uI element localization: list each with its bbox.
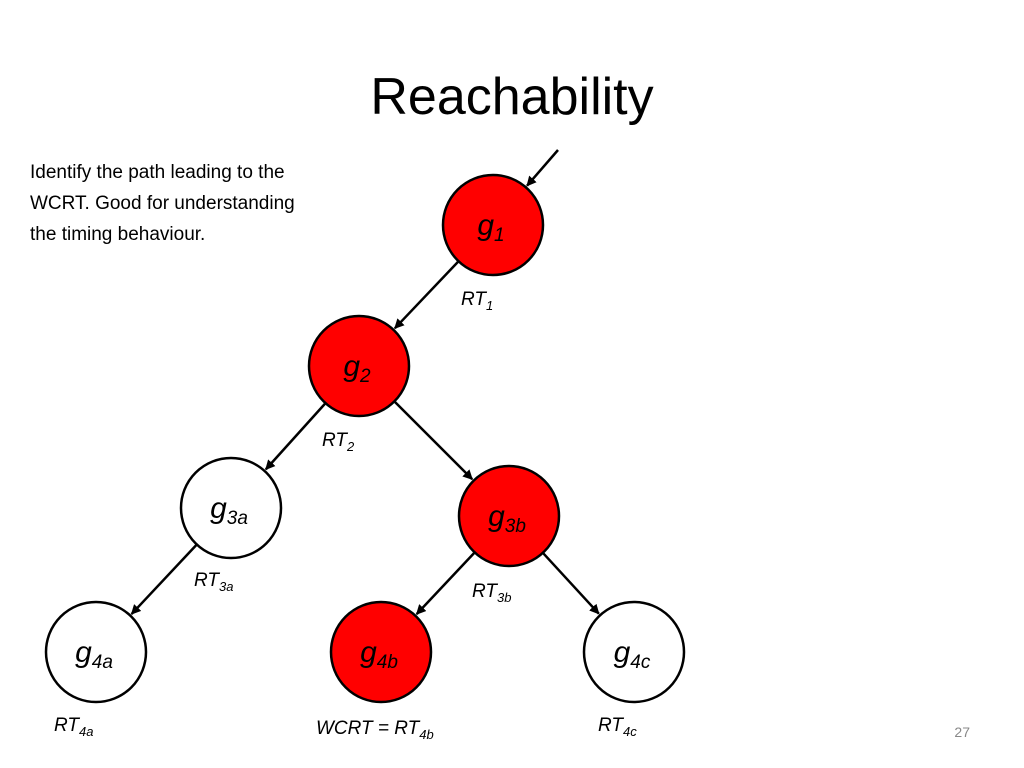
node-g3a: g3a bbox=[179, 456, 283, 560]
node-label: g2 bbox=[343, 350, 371, 387]
nodes: g1 g2 g3a g3b g4a g4b g4c bbox=[44, 173, 686, 704]
node-g4c: g4c bbox=[582, 600, 686, 704]
node-label: g3b bbox=[488, 500, 526, 537]
node-g1: g1 bbox=[441, 173, 545, 277]
node-g4a: g4a bbox=[44, 600, 148, 704]
description-line: Identify the path leading to the bbox=[30, 162, 285, 183]
node-label: g4c bbox=[614, 636, 651, 673]
edge-arrow-g2-g3b bbox=[393, 400, 474, 481]
node-label: g4a bbox=[75, 636, 113, 673]
edge-arrow-g3a-g4a bbox=[130, 543, 198, 615]
page-number: 27 bbox=[954, 724, 970, 740]
response-time-label-g2: RT2 bbox=[322, 430, 355, 454]
node-circle bbox=[329, 600, 433, 704]
node-g2: g2 bbox=[307, 314, 411, 418]
node-label: g1 bbox=[477, 209, 504, 246]
edges bbox=[130, 149, 600, 615]
response-time-label-g4a: RT4a bbox=[54, 715, 93, 739]
slide-title: Reachability bbox=[370, 68, 654, 126]
node-circle bbox=[307, 314, 411, 418]
node-circle bbox=[441, 173, 545, 277]
edge-arrow-g3b-g4c bbox=[541, 551, 600, 615]
node-circle bbox=[582, 600, 686, 704]
node-label: g4b bbox=[360, 636, 398, 673]
edge-arrow-g1-g2 bbox=[393, 260, 460, 330]
description-line: WCRT. Good for understanding bbox=[30, 193, 295, 214]
node-label: g3a bbox=[210, 492, 248, 529]
entry-arrow bbox=[526, 149, 559, 187]
response-time-label-g3a: RT3a bbox=[194, 570, 233, 594]
response-time-label-g4c: RT4c bbox=[598, 715, 637, 739]
edge-arrow-g3b-g4b bbox=[415, 551, 476, 615]
node-circle bbox=[44, 600, 148, 704]
node-g4b: g4b bbox=[329, 600, 433, 704]
response-time-label-g3b: RT3b bbox=[472, 581, 511, 605]
node-circle bbox=[179, 456, 283, 560]
description-text: Identify the path leading to the WCRT. G… bbox=[30, 157, 370, 250]
response-time-label-g4b: WCRT = RT4b bbox=[316, 718, 434, 742]
description-line: the timing behaviour. bbox=[30, 224, 206, 245]
node-circle bbox=[457, 464, 561, 568]
response-time-label-g1: RT1 bbox=[461, 289, 493, 313]
node-g3b: g3b bbox=[457, 464, 561, 568]
edge-arrow-g2-g3a bbox=[264, 402, 327, 471]
